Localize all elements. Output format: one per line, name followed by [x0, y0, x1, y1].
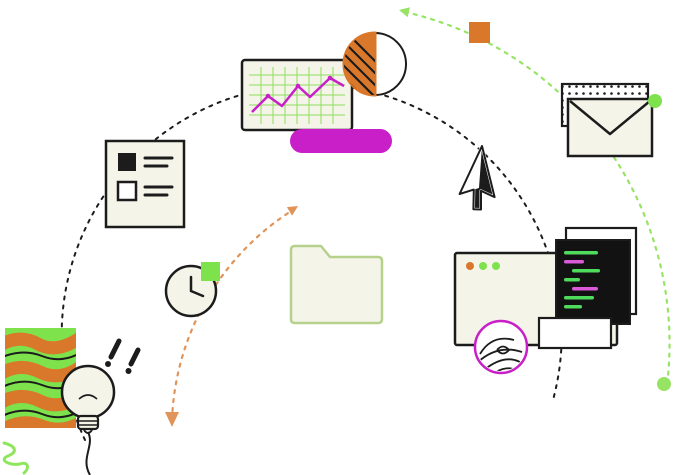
orange-arrowhead-icon [286, 206, 298, 216]
envelope-flap [569, 100, 651, 136]
window-dot-green-2 [492, 262, 500, 270]
lightbulb-icon [60, 364, 116, 475]
hatch-lines [344, 33, 375, 95]
checkbox-empty-icon [116, 180, 138, 202]
monitor-chart-icon [240, 58, 354, 132]
checkbox-filled-icon [118, 153, 136, 171]
clock-hands [189, 275, 205, 298]
green-end-dot [657, 377, 671, 391]
chart-grid [249, 67, 345, 124]
green-squiggle-icon [2, 441, 29, 475]
magenta-pill [290, 129, 392, 153]
orange-tail-triangle-icon [165, 412, 179, 427]
folder-icon [289, 244, 384, 325]
half-shaded-circle-icon [342, 31, 407, 97]
window-dot-orange [466, 262, 474, 270]
bulb-filament [78, 394, 98, 400]
browser-footer-card [537, 316, 613, 350]
exclamation-marks-icon [105, 338, 141, 374]
orange-square-icon [469, 22, 490, 43]
fingerprint-icon [473, 319, 529, 375]
cursor-arrow-icon [458, 144, 497, 211]
window-dot-green-1 [479, 262, 487, 270]
email-icon [560, 82, 662, 158]
notification-dot-icon [648, 94, 662, 108]
envelope-body [566, 97, 654, 158]
green-arrowhead-icon [399, 7, 410, 18]
checklist-document-icon [104, 139, 186, 229]
striped-canvas-icon [5, 328, 76, 428]
green-square-icon [201, 262, 220, 281]
bulb-wire [85, 431, 91, 475]
code-panel-icon [555, 226, 638, 325]
